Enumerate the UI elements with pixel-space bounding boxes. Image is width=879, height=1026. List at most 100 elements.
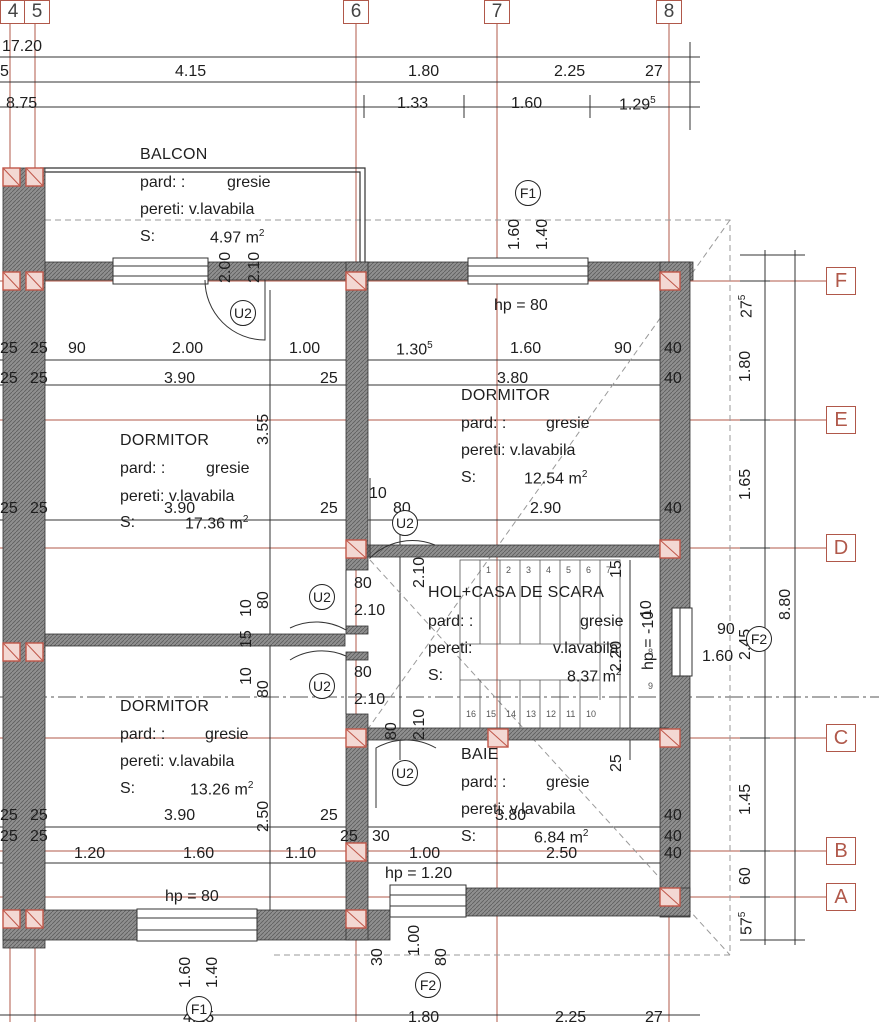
room-dormitor2-pereti: pereti: v.lavabila xyxy=(461,442,576,459)
dim-right-1: 275 xyxy=(737,295,755,318)
dim-door-210b: 2.10 xyxy=(354,691,386,708)
dim-row5-8: 2.50 xyxy=(546,845,578,862)
room-dormitor1-pard: pard: : xyxy=(120,460,166,477)
dim-right-total: 8.80 xyxy=(777,588,794,620)
dim-row5-1: 25 xyxy=(30,828,48,845)
room-hol-pereti: pereti: xyxy=(428,640,473,657)
stairs xyxy=(459,559,621,729)
axis-label-4: 4 xyxy=(0,0,26,24)
room-balcon-s: S: xyxy=(140,228,156,245)
dim-vertical-80c: 80 xyxy=(383,722,400,740)
room-dormitor3-pard: pard: : xyxy=(120,726,166,743)
column-crosses xyxy=(2,167,681,929)
dim-row1-5-value: 1.30 xyxy=(396,341,428,359)
dim-top-r3-c: 1.60 xyxy=(511,95,543,112)
room-dormitor1-s: S: xyxy=(120,514,136,531)
balcony-railing xyxy=(40,167,366,262)
room-balcon-pereti: pereti: v.lavabila xyxy=(140,201,255,218)
room-baie-area-value: 6.84 m xyxy=(534,829,583,847)
room-hol-pereti-val: v.lavabila xyxy=(553,640,619,657)
room-baie-area-sup: 2 xyxy=(582,828,589,839)
dim-vertical-140: 1.40 xyxy=(204,956,221,988)
dim-right-3: 1.65 xyxy=(737,468,754,500)
room-baie-pard-val: gresie xyxy=(546,774,590,791)
dim-vertical-80b: 80 xyxy=(255,680,272,698)
dim-door-210a: 2.10 xyxy=(354,602,386,619)
stair-step-number: 14 xyxy=(506,709,517,719)
dim-window-90: 90 xyxy=(717,621,735,638)
dim-row1-5-sup: 5 xyxy=(427,340,433,351)
dim-vertical-210a: 2.10 xyxy=(411,556,428,588)
axis-label-7: 7 xyxy=(484,0,510,24)
door-swings xyxy=(204,279,437,808)
dim-row5-0: 25 xyxy=(0,828,18,845)
room-hol-pard: pard: : xyxy=(428,613,474,630)
dim-row5-5: 25 xyxy=(340,828,358,845)
stair-step-number: 2 xyxy=(506,565,512,575)
dim-window-160: 1.60 xyxy=(702,648,734,665)
stair-step-number: 7 xyxy=(606,565,612,575)
stair-step-number: 6 xyxy=(586,565,592,575)
axis-label-6: 6 xyxy=(343,0,369,24)
axis-label-C: C xyxy=(826,724,856,752)
room-baie-name: BAIE xyxy=(461,746,499,763)
room-dormitor2-name: DORMITOR xyxy=(461,387,551,404)
dim-row4-0: 25 xyxy=(0,807,18,824)
dim-row2-0: 25 xyxy=(0,370,18,387)
walls xyxy=(2,167,694,949)
dim-hp-minus10: hp = -10 xyxy=(640,610,657,670)
dim-right-6: 60 xyxy=(737,867,754,885)
room-dormitor2-area: 12.54 m2 xyxy=(524,470,587,487)
dim-vertical-355: 3.55 xyxy=(255,413,272,445)
stair-step-number: 9 xyxy=(648,681,654,691)
dim-vertical-210b: 2.10 xyxy=(411,708,428,740)
dim-total-width: 17.20 xyxy=(2,38,43,55)
window-tag-f1-bottom: F1 xyxy=(186,996,212,1022)
dim-row2-2: 3.90 xyxy=(164,370,196,387)
dim-vertical-10a: 10 xyxy=(238,599,255,617)
room-dormitor3-name: DORMITOR xyxy=(120,698,210,715)
dim-top-r3-d: 1.295 xyxy=(619,96,656,113)
window-sill-height-baie: hp = 1.20 xyxy=(385,865,453,882)
dim-right-7-sup: 5 xyxy=(737,911,748,918)
door-tag-u2-baie: U2 xyxy=(392,760,418,786)
dim-row5-7: 1.00 xyxy=(409,845,441,862)
dim-row4-2: 3.90 xyxy=(164,807,196,824)
dim-row1-3: 2.00 xyxy=(172,340,204,357)
dim-row5b-0: 40 xyxy=(664,828,682,845)
axis-label-8: 8 xyxy=(656,0,682,24)
dim-row1-2: 90 xyxy=(68,340,86,357)
dim-row5-2: 1.20 xyxy=(74,845,106,862)
room-baie-pereti: pereti: v.lavabila xyxy=(461,801,576,818)
dim-row3-0: 25 xyxy=(0,500,18,517)
stair-step-number: 16 xyxy=(466,709,477,719)
dim-vertical-15: 15 xyxy=(238,630,255,648)
dim-row4-3: 25 xyxy=(320,807,338,824)
dim-row5-9: 40 xyxy=(664,845,682,862)
dim-vertical-25: 25 xyxy=(608,754,625,772)
stair-step-number: 3 xyxy=(526,565,532,575)
dim-row1-6: 1.60 xyxy=(510,340,542,357)
room-dormitor3-area-sup: 2 xyxy=(247,780,254,791)
room-dormitor1-area-value: 17.36 m xyxy=(185,515,243,533)
axis-label-A: A xyxy=(826,883,856,911)
dim-vertical-100: 1.00 xyxy=(406,924,423,956)
stair-step-number: 10 xyxy=(586,709,597,719)
dim-top-r3-a: 8.75 xyxy=(6,95,38,112)
stair-step-number: 1 xyxy=(486,565,492,575)
dim-door-80b: 80 xyxy=(354,664,372,681)
dim-row5-4: 1.10 xyxy=(285,845,317,862)
room-baie-s: S: xyxy=(461,828,477,845)
stair-step-number: 13 xyxy=(526,709,537,719)
room-dormitor2-area-sup: 2 xyxy=(581,469,588,480)
dim-vertical-200: 2.00 xyxy=(217,251,234,283)
room-hol-area-value: 8.37 m xyxy=(567,668,616,686)
dim-vertical-250: 2.50 xyxy=(255,800,272,832)
room-baie-area: 6.84 m2 xyxy=(534,829,588,846)
room-baie-pard: pard: : xyxy=(461,774,507,791)
room-dormitor2-s: S: xyxy=(461,469,477,486)
room-dormitor3-pard-val: gresie xyxy=(205,726,249,743)
top-dimension-lines xyxy=(0,42,700,130)
dim-right-7: 575 xyxy=(737,911,755,935)
